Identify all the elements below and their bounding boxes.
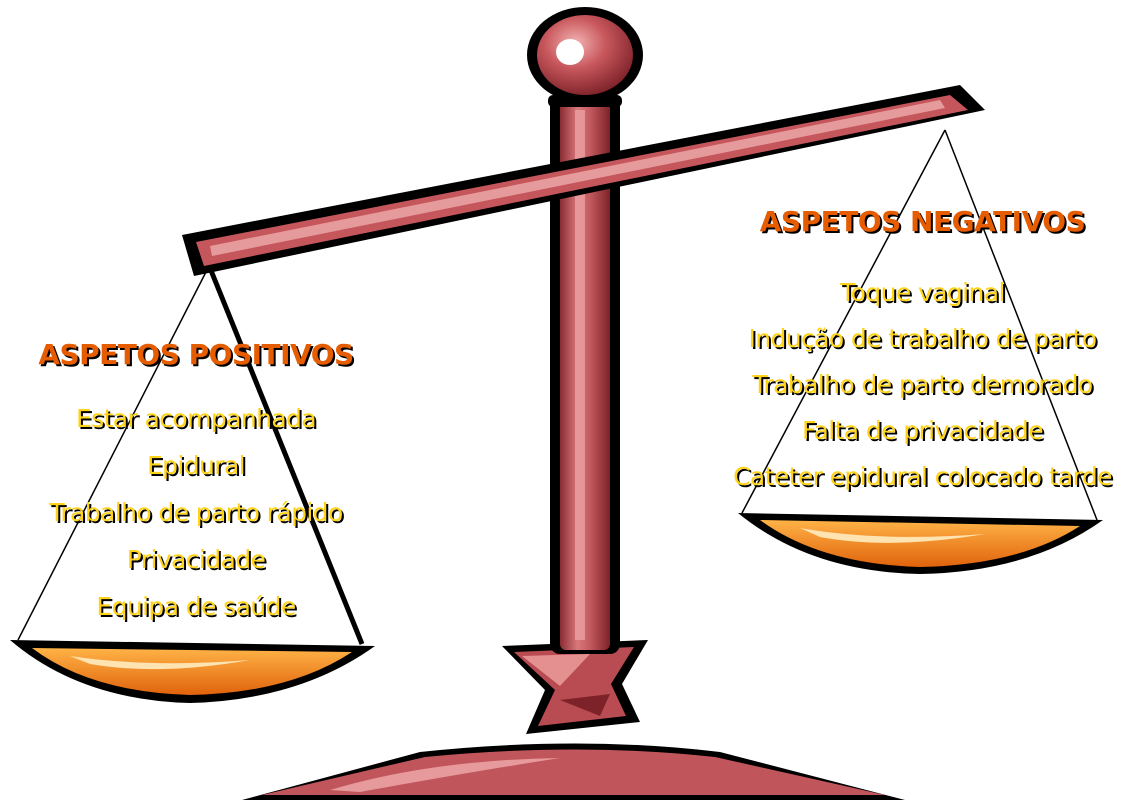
scale-base [242, 743, 905, 800]
left-pan-strings [17, 267, 365, 645]
negative-aspect-item: Toque vaginal [840, 278, 1005, 307]
left-pan [10, 640, 375, 703]
negative-aspects-list: Toque vaginal Indução de trabalho de par… [706, 270, 1139, 500]
positive-aspect-item: Trabalho de parto rápido [49, 498, 343, 527]
positive-aspects-list: Estar acompanhada Epidural Trabalho de p… [10, 395, 382, 630]
negative-aspects-title: ASPETOS NEGATIVOS [759, 205, 1086, 238]
right-pan-strings [741, 129, 1098, 521]
right-pan [738, 513, 1103, 574]
positive-aspect-item: Epidural [146, 451, 246, 480]
positive-aspect-item: Estar acompanhada [75, 404, 317, 433]
negative-aspect-item: Cateter epidural colocado tarde [733, 462, 1112, 491]
scale-top-knob [527, 7, 643, 107]
positive-aspect-item: Equipa de saúde [96, 592, 296, 621]
negative-aspect-item: Falta de privacidade [802, 416, 1044, 445]
scale-beam [182, 85, 985, 276]
negative-aspect-item: Trabalho de parto demorado [752, 370, 1093, 399]
positive-aspects-panel: ASPETOS POSITIVOS Estar acompanhada Epid… [10, 333, 382, 630]
negative-aspect-item: Indução de trabalho de parto [748, 324, 1097, 353]
scale-pedestal [502, 640, 648, 734]
scale-post [550, 92, 620, 654]
positive-aspects-title: ASPETOS POSITIVOS [38, 338, 354, 371]
positive-aspect-item: Privacidade [126, 545, 266, 574]
negative-aspects-panel: ASPETOS NEGATIVOS Toque vaginal Indução … [706, 200, 1139, 500]
